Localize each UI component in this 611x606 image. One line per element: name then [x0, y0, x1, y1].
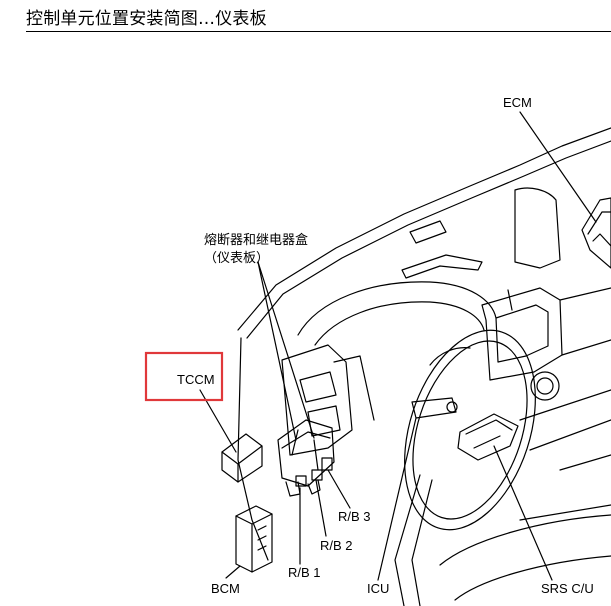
bcm-unit	[235, 505, 273, 573]
bcm-leader	[225, 565, 241, 579]
tccm-highlight-box	[144, 351, 224, 402]
center-display	[495, 304, 549, 363]
icu-label: ICU	[367, 581, 389, 596]
fuse-box-label-line2: （仪表板）	[204, 251, 269, 266]
ecm-leader	[519, 111, 597, 223]
srs-label: SRS C/U	[541, 581, 594, 596]
relay-block-1	[295, 475, 307, 487]
rb1-label: R/B 1	[288, 565, 321, 580]
page-title: 控制单元位置安装简图…仪表板	[26, 9, 267, 29]
rb3-leader	[327, 469, 351, 509]
left-dash-panel	[281, 344, 353, 456]
fuse-box-label-line1: 熔断器和继电器盒	[204, 232, 308, 248]
rb2-label: R/B 2	[320, 538, 353, 553]
icu-leader	[377, 417, 417, 581]
center-console	[481, 287, 563, 381]
relay-block-3	[321, 457, 333, 471]
steering-wheel	[404, 329, 536, 531]
ecm-unit	[581, 197, 611, 269]
instrument-cluster	[297, 281, 497, 336]
fuse-box-leader-2	[257, 261, 315, 439]
title-underline	[26, 31, 611, 32]
relay-block-2	[311, 469, 323, 481]
ecm-label: ECM	[503, 95, 532, 110]
tccm-label: TCCM	[177, 372, 215, 387]
srs-leader	[493, 445, 553, 581]
rb3-label: R/B 3	[338, 509, 371, 524]
tccm-unit	[221, 433, 263, 483]
fuse-box-leader	[257, 261, 297, 441]
dashboard-outline	[237, 127, 611, 331]
fuse-relay-box	[277, 419, 335, 487]
bcm-label: BCM	[211, 581, 240, 596]
srs-unit	[457, 413, 519, 461]
rb2-leader	[315, 479, 327, 537]
right-vent	[530, 371, 560, 401]
icu-unit	[411, 397, 457, 419]
